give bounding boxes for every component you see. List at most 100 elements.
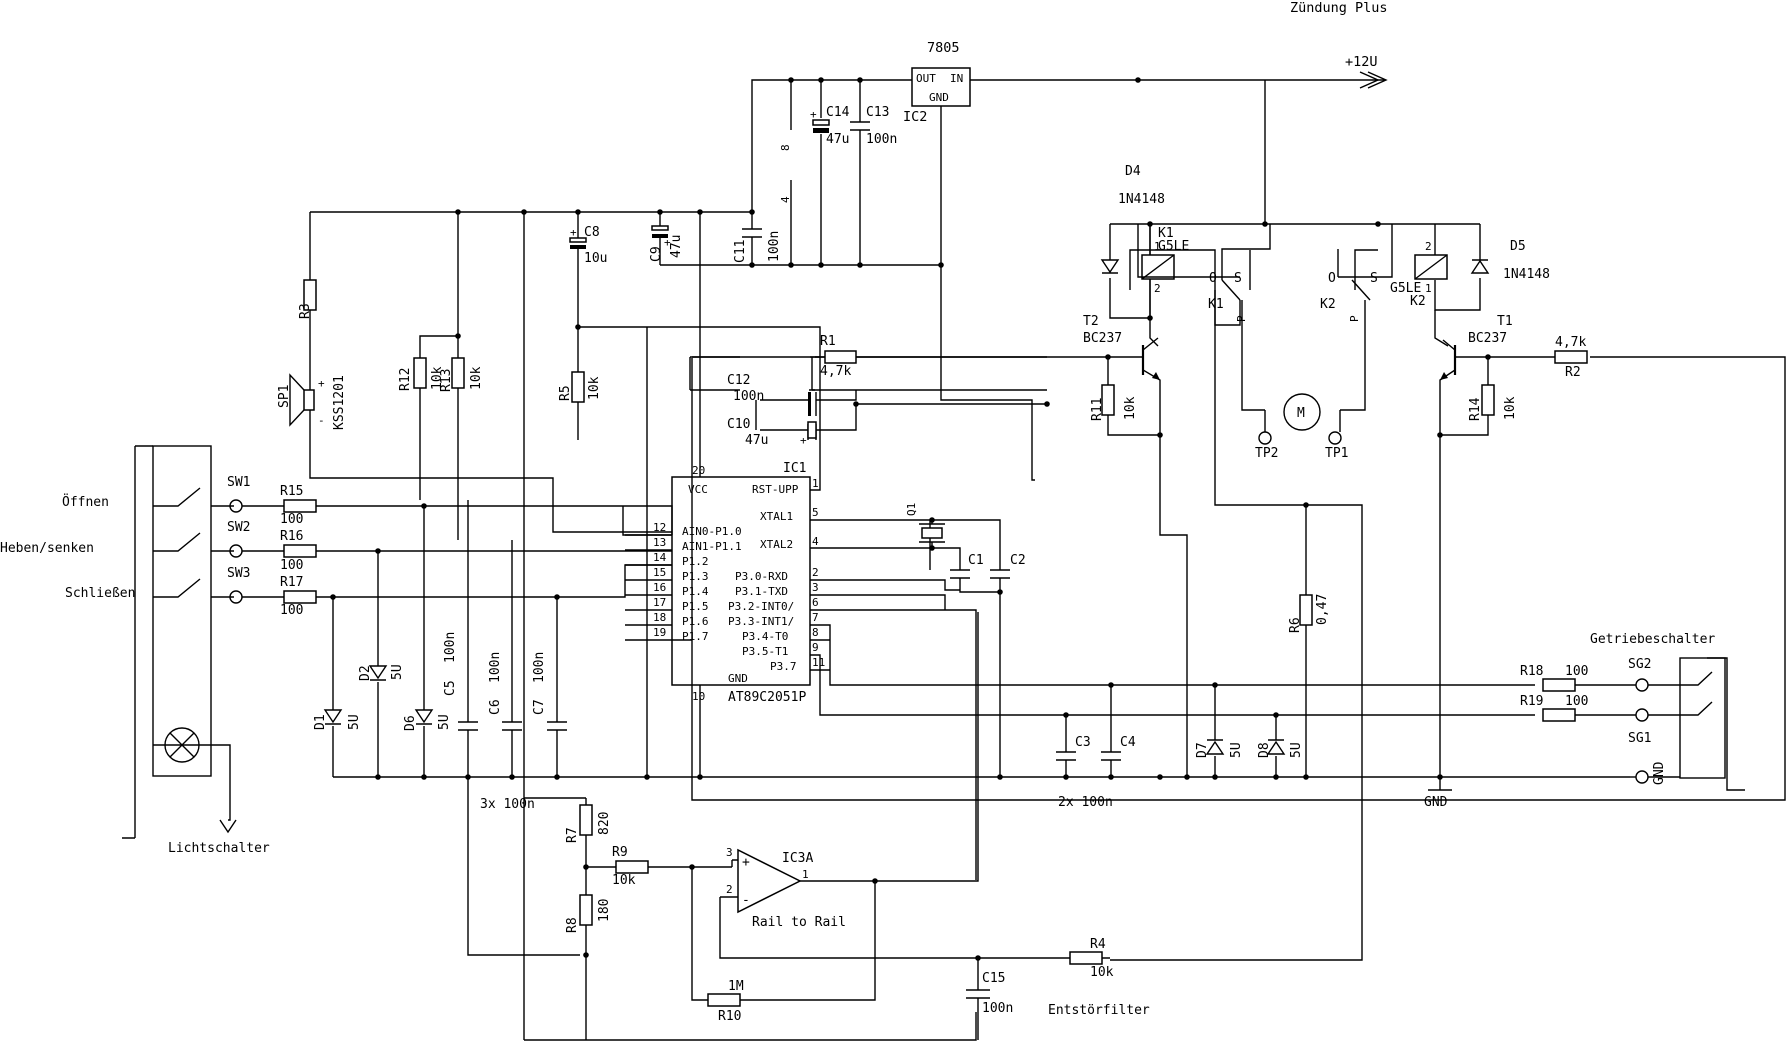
light-switch-panel <box>152 445 212 777</box>
label-r16-value: 100 <box>280 558 303 573</box>
label-r14-value: 10k <box>1503 396 1518 420</box>
label-at89c2051: AT89C2051P <box>728 690 806 705</box>
diode-d4-icon <box>1100 259 1120 274</box>
capacitor-c4 <box>1101 685 1121 777</box>
wire-int1 <box>810 624 1535 686</box>
arrow-12v-icon <box>1359 71 1388 89</box>
regulator-7805 <box>911 67 971 107</box>
label-r5: R5 <box>558 385 573 401</box>
label-k1: K1 <box>1158 226 1174 241</box>
label-r11-value: 10k <box>1123 396 1138 420</box>
resistor-r14 <box>1481 384 1495 416</box>
svg-text:+: + <box>664 236 671 249</box>
arrow-down-icon <box>219 819 237 834</box>
label-p11: AIN1-P1.1 <box>682 540 742 553</box>
switches <box>153 487 201 598</box>
svg-text:10: 10 <box>692 690 705 703</box>
label-d5: D5 <box>1510 239 1526 254</box>
capacitors-c1-c2 <box>950 569 1010 579</box>
label-c5: C5 <box>443 680 458 696</box>
label-d1: D1 <box>313 714 328 730</box>
label-d6-value: 5U <box>437 714 452 730</box>
resistor-r9 <box>615 860 649 874</box>
wire-r12 <box>419 212 459 500</box>
label-k1-switch: K1 <box>1208 297 1224 312</box>
label-q1: Q1 <box>905 503 918 516</box>
label-t1-value: BC237 <box>1468 331 1507 346</box>
ground-bus: C3 C4 2x 100n D7 5U D8 5U <box>333 327 1630 810</box>
resistor-r16 <box>283 544 317 558</box>
capacitor-c9 <box>651 225 669 231</box>
label-vcc: VCC <box>688 483 708 496</box>
crystal-q1 <box>921 527 943 539</box>
vcc-bus-section: + C8 10u + C9 47u C11 100n R3 SP1 + - KS… <box>277 209 821 1040</box>
svg-text:2: 2 <box>812 566 819 579</box>
label-reg-gnd: GND <box>929 91 949 104</box>
wire-t1 <box>810 654 1535 716</box>
svg-text:14: 14 <box>653 551 667 564</box>
label-r15-value: 100 <box>280 512 303 527</box>
resistor-r15 <box>283 499 317 513</box>
relay-driver-left: D4 1N4148 1 2 K1 G5LE T2 BC237 R11 10k <box>1083 80 1381 777</box>
label-kss1201: KSS1201 <box>332 375 347 430</box>
label-r8: R8 <box>565 917 580 933</box>
svg-text:4: 4 <box>812 535 819 548</box>
capacitor-c6 <box>502 540 522 777</box>
wire-bottom <box>524 1012 977 1041</box>
svg-text:3: 3 <box>726 846 733 859</box>
wire-int0 <box>810 609 977 880</box>
wire-p16-loop <box>691 356 1786 801</box>
resistor-r18 <box>1542 678 1576 692</box>
ic1-microcontroller: IC1 20 VCC RST-UPP 1 XTAL1 XTAL2 5 4 AIN… <box>625 461 1535 880</box>
svg-text:1: 1 <box>802 868 809 881</box>
svg-text:-: - <box>742 893 750 908</box>
label-gnd-ic1: GND <box>728 672 748 685</box>
label-r15: R15 <box>280 484 303 499</box>
label-r9: R9 <box>612 845 628 860</box>
svg-text:+: + <box>810 108 817 121</box>
capacitor-c15 <box>966 958 990 1040</box>
label-contact-p1: P <box>1235 315 1248 322</box>
label-d6: D6 <box>403 715 418 731</box>
relay-driver-right: D5 1N4148 2 1 G5LE K2 T1 BC237 R14 10k 4… <box>1378 223 1588 810</box>
label-c11: C11 <box>733 240 748 263</box>
label-rail-to-rail: Rail to Rail <box>752 915 846 930</box>
label-rst: RST-UPP <box>752 483 799 496</box>
label-c6: C6 <box>488 699 503 715</box>
label-c6-value: 100n <box>488 652 503 683</box>
label-r12-value: 10k <box>430 366 445 390</box>
label-p14: P1.4 <box>682 585 709 598</box>
svg-text:1: 1 <box>1154 240 1161 253</box>
label-d2-value: 5U <box>390 664 405 680</box>
label-c10-value: 47u <box>745 433 768 448</box>
reset-and-bias: C12 100n C10 47u + R1 4,7k <box>689 334 1786 801</box>
svg-text:17: 17 <box>653 596 666 609</box>
motor-switch-section: S O O S P P K1 K2 M TP2 TP1 R6 0,47 <box>1110 224 1393 961</box>
svg-text:11: 11 <box>812 656 825 669</box>
test-point-tp2-icon <box>1258 431 1272 445</box>
label-supply: +12U <box>1345 54 1378 70</box>
label-r12: R12 <box>398 368 413 391</box>
label-p16: P1.6 <box>682 615 709 628</box>
label-r13: R13 <box>439 369 454 392</box>
label-r4: R4 <box>1090 937 1106 952</box>
label-contact-s1: S <box>1234 271 1242 286</box>
label-k2-switch: K2 <box>1320 297 1336 312</box>
resistor-r12 <box>413 357 427 389</box>
label-tp1: TP1 <box>1325 446 1348 461</box>
label-d7: D7 <box>1195 742 1210 758</box>
label-gnd-connector: GND <box>1652 761 1667 785</box>
label-c3: C3 <box>1075 735 1091 750</box>
wire-xtal1 <box>810 519 931 570</box>
resistor-r10 <box>707 993 741 1007</box>
label-t1: T1 <box>1497 314 1513 329</box>
label-contact-p2: P <box>1348 315 1361 322</box>
terminal-sg1 <box>1635 708 1649 722</box>
label-d8: D8 <box>1257 742 1272 758</box>
resistor-r5 <box>571 371 585 403</box>
svg-text:+: + <box>800 434 807 447</box>
resistor-r2 <box>1554 350 1588 364</box>
gear-switch-box <box>1679 657 1726 779</box>
wire-shunt <box>1110 290 1363 961</box>
